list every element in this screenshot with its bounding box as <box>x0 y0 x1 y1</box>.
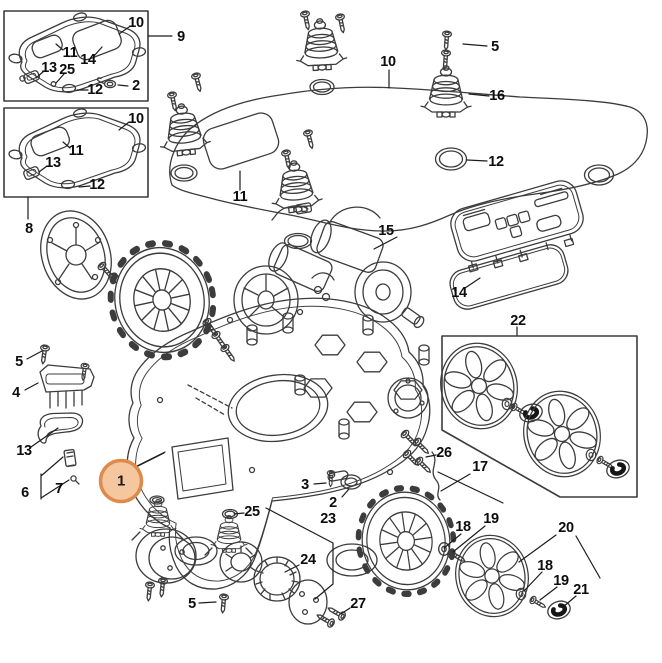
panel-gasket-14 <box>449 244 569 310</box>
callout-6: 6 <box>21 485 29 501</box>
callout-21: 21 <box>573 582 589 598</box>
callout-18-w17: 18 <box>455 519 471 535</box>
callout-27: 27 <box>350 596 366 612</box>
callout-10-main: 10 <box>380 54 396 70</box>
callout-2-bottom: 2 <box>329 495 337 511</box>
gasket-cover-8 <box>8 108 147 190</box>
callout-10-box9: 10 <box>128 15 144 31</box>
drum-cover <box>288 579 328 625</box>
callout-lines <box>24 26 601 615</box>
callout-10-box8: 10 <box>128 111 144 127</box>
callout-14-box9: 14 <box>80 52 96 68</box>
hub-disc-8 <box>40 210 119 300</box>
callout-11-box9: 11 <box>62 45 78 61</box>
callout-25-bottom: 25 <box>244 504 260 520</box>
drive-motors-15 <box>233 202 425 335</box>
gasket-cover-9 <box>8 12 147 94</box>
callout-19-w17: 19 <box>483 511 499 527</box>
callout-26: 26 <box>436 445 452 461</box>
callout-16: 16 <box>489 88 505 104</box>
wheel-drum-24 <box>253 556 301 602</box>
motor-right <box>309 206 425 329</box>
callout-17: 17 <box>472 459 488 475</box>
callout-22: 22 <box>510 313 526 329</box>
callout-5-bottom: 5 <box>188 596 196 612</box>
o-rings <box>149 78 615 520</box>
callout-15: 15 <box>378 223 394 239</box>
callout-13-left: 13 <box>16 443 32 459</box>
inset-box-9 <box>3 10 149 102</box>
callout-14-panel: 14 <box>451 285 467 301</box>
callout-12-box9: 12 <box>87 82 103 98</box>
inset-box-8 <box>3 107 149 198</box>
callout-23: 23 <box>320 511 336 527</box>
callout-7: 7 <box>55 481 63 497</box>
callout-18-w20: 18 <box>537 558 553 574</box>
damper-mounts <box>155 9 472 215</box>
callout-11-main: 11 <box>232 189 248 205</box>
callout-9: 9 <box>177 29 185 45</box>
callout-5-left: 5 <box>15 354 23 370</box>
rear-wheel-17 <box>352 482 461 600</box>
grommet-13 <box>37 412 84 444</box>
callout-12-main: 12 <box>488 154 504 170</box>
callout-3: 3 <box>301 477 309 493</box>
callout-24: 24 <box>300 552 316 568</box>
caster-assembly-24 <box>204 514 348 629</box>
control-panel <box>449 180 584 310</box>
main-gasket-10 <box>169 86 648 232</box>
callout-19-w20: 19 <box>553 573 569 589</box>
callout-25-box9: 25 <box>59 62 75 78</box>
callout-20: 20 <box>558 520 574 536</box>
callout-11-box8: 11 <box>68 143 84 159</box>
chassis-posts <box>246 312 430 440</box>
wheel-cover-box-22 <box>431 334 638 498</box>
callout-8: 8 <box>25 221 33 237</box>
selected-part-marker[interactable]: 1 <box>116 472 126 490</box>
callout-4: 4 <box>12 385 20 401</box>
callout-13-box9: 13 <box>41 60 57 76</box>
callout-5-top: 5 <box>491 39 499 55</box>
highlight-marker-circle <box>98 451 166 504</box>
callout-13-box8: 13 <box>45 155 61 171</box>
callout-2-box9: 2 <box>132 78 140 94</box>
callout-12-box8: 12 <box>89 177 105 193</box>
chassis-1 <box>126 297 441 590</box>
caster-assembly-left <box>131 498 197 603</box>
bracket-4 <box>37 343 95 409</box>
clip-6-7 <box>63 448 80 485</box>
